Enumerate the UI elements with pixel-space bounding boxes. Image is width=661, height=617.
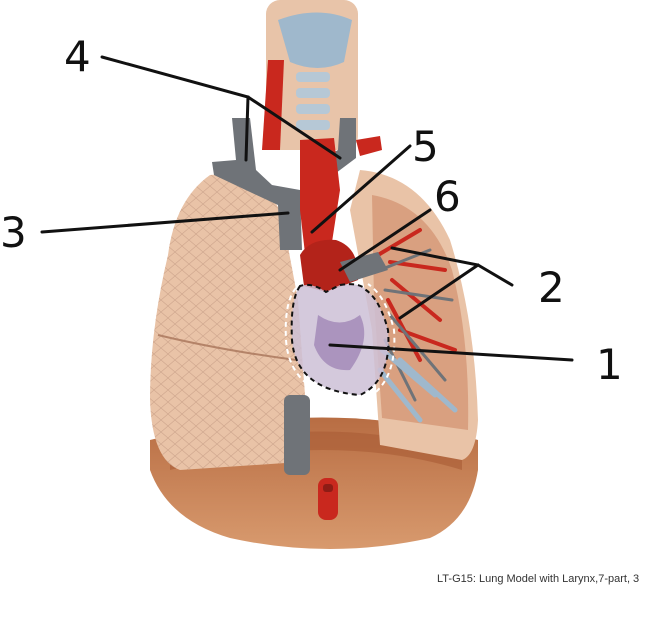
- left-lung: [150, 174, 305, 470]
- label-3: 3: [0, 208, 27, 257]
- leader-lines: [40, 55, 574, 362]
- label-6: 6: [434, 172, 461, 221]
- leader-line-6: [338, 208, 432, 272]
- leader-line-5: [310, 144, 412, 234]
- leader-line-4a: [100, 55, 250, 162]
- leader-line-2b: [398, 263, 480, 320]
- leader-line-1: [328, 343, 574, 362]
- leader-line-4b: [246, 95, 342, 160]
- pulmonary-trunk: [300, 239, 388, 292]
- larynx: [262, 0, 358, 150]
- figure-caption: LT-G15: Lung Model with Larynx,7-part, 3: [437, 573, 640, 585]
- label-5: 5: [412, 122, 439, 171]
- leader-line-3: [40, 211, 290, 234]
- label-4: 4: [64, 32, 91, 81]
- aorta: [300, 136, 382, 262]
- heart: [284, 283, 396, 404]
- label-2: 2: [538, 263, 565, 312]
- label-1: 1: [596, 340, 623, 389]
